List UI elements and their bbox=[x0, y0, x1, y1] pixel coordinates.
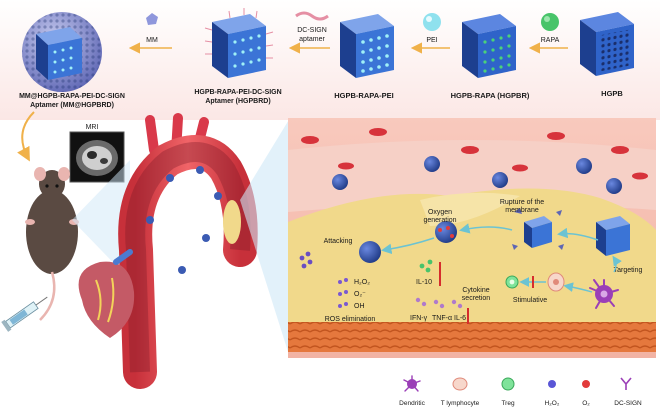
legend-treg: Treg bbox=[501, 400, 515, 407]
label-mm-hgpbrd-1: MM@HGPB-RAPA-PEI-DC-SIGN bbox=[19, 93, 125, 100]
label-rupture-2: membrane bbox=[505, 207, 539, 214]
label-targeting: Targeting bbox=[614, 267, 643, 274]
legend-dendritic-icon bbox=[403, 375, 421, 392]
arrow-dendritic-to-cube bbox=[612, 255, 622, 273]
mouse-illustration bbox=[25, 167, 79, 321]
aptamer-strand-icon bbox=[295, 11, 329, 21]
mri-image bbox=[69, 131, 125, 183]
label-il6: IL-6 bbox=[454, 315, 466, 322]
label-oxygen-2: generation bbox=[423, 217, 456, 224]
ruptured-cube bbox=[512, 208, 564, 250]
label-oxygen-1: Oxygen bbox=[428, 209, 452, 216]
legend-h2o2-icon bbox=[548, 380, 556, 388]
inflammatory-cytokine-dots bbox=[415, 297, 463, 309]
legend-dcsign-icon bbox=[620, 377, 632, 390]
label-rupture-1: Rupture of the bbox=[500, 199, 544, 206]
label-ros-oh: OH bbox=[354, 303, 365, 310]
label-aptamer-1: DC-SIGN bbox=[297, 27, 327, 34]
legend-h2o2: H₂O₂ bbox=[545, 400, 560, 407]
arrow-to-mouse bbox=[17, 111, 35, 162]
label-mm: MM bbox=[146, 37, 158, 44]
label-ros-h2o2: H₂O₂ bbox=[354, 279, 370, 286]
ros-o2-dots bbox=[338, 290, 348, 296]
rapa-drug-icon bbox=[541, 13, 559, 31]
label-rapa: RAPA bbox=[541, 37, 560, 44]
label-mm-hgpbrd-2: Aptamer (MM@HGPBRD) bbox=[30, 102, 114, 109]
ros-h2o2-dots bbox=[338, 278, 348, 284]
label-aptamer-2: aptamer bbox=[299, 36, 325, 43]
hgpb-rapa-pei-cube bbox=[340, 14, 394, 78]
legend-o2: O₂ bbox=[582, 400, 590, 407]
label-hgpb: HGPB bbox=[601, 89, 623, 98]
pei-icon bbox=[423, 13, 441, 31]
oxygen-bubbles bbox=[438, 226, 454, 238]
label-hgpbr: HGPB-RAPA (HGPBR) bbox=[451, 91, 530, 100]
label-ifn: IFN-γ bbox=[410, 315, 428, 322]
arrow-dendritic-to-tcell bbox=[563, 282, 593, 293]
targeting-cube bbox=[596, 216, 630, 256]
legend-tlymph-icon bbox=[452, 377, 468, 391]
legend-dcsign: DC-SIGN bbox=[614, 400, 642, 407]
syringe-icon bbox=[1, 296, 48, 332]
aorta-vessel bbox=[118, 113, 258, 389]
legend-tlymph: T lymphocyte bbox=[441, 400, 480, 407]
attacking-particle bbox=[359, 241, 381, 263]
dendritic-cell-icon bbox=[589, 279, 619, 309]
mm-membrane-icon bbox=[146, 13, 158, 25]
il10-dots bbox=[419, 259, 433, 273]
label-hgpbrd-1: HGPB-RAPA-PEI-DC-SIGN bbox=[194, 89, 281, 96]
arrow-oxygen-to-attacking bbox=[381, 237, 435, 255]
legend-o2-icon bbox=[582, 380, 590, 388]
label-cytokine-2: secretion bbox=[462, 295, 491, 302]
label-pei: PEI bbox=[426, 37, 437, 44]
magnify-beam-small bbox=[72, 160, 130, 280]
label-stimulative: Stimulative bbox=[513, 297, 547, 304]
legend: Dendritic T lymphocyte Treg H₂O₂ O₂ DC-S… bbox=[399, 375, 642, 407]
ros-cluster-icon bbox=[299, 251, 313, 269]
magnify-beam bbox=[240, 118, 290, 358]
rapa-highlight bbox=[544, 16, 550, 22]
arrow-rupture-to-oxygen bbox=[459, 223, 513, 234]
label-il10: IL-10 bbox=[416, 279, 432, 286]
label-mri: MRI bbox=[86, 124, 99, 131]
ros-oh-dots bbox=[338, 302, 348, 308]
mm-hgpbrd-sphere bbox=[22, 12, 102, 92]
hgpbrd-cube bbox=[204, 8, 274, 78]
label-hgpb-rapa-pei: HGPB-RAPA-PEI bbox=[334, 91, 393, 100]
t-lymphocyte-nucleus bbox=[553, 279, 559, 285]
legend-dendritic: Dendritic bbox=[399, 400, 425, 407]
label-ros-elimination: ROS elimination bbox=[325, 316, 376, 323]
label-hgpbrd-2: Aptamer (HGPBRD) bbox=[205, 98, 270, 105]
hgpb-cube bbox=[580, 12, 634, 76]
label-ros-o2: O₂⁻ bbox=[354, 291, 366, 298]
plaque-panel bbox=[288, 118, 656, 358]
label-tnf: TNF-α bbox=[432, 315, 452, 322]
arrow-targeting-to-rupture bbox=[557, 227, 599, 241]
label-cytokine-1: Cytokine bbox=[462, 287, 489, 294]
hgpbr-cube bbox=[462, 14, 516, 78]
label-attacking: Attacking bbox=[324, 238, 353, 245]
pei-highlight bbox=[426, 16, 432, 22]
oxygen-particle bbox=[435, 221, 457, 243]
treg-nucleus bbox=[509, 279, 515, 285]
heart-illustration bbox=[78, 249, 135, 338]
legend-treg-icon bbox=[501, 377, 515, 391]
